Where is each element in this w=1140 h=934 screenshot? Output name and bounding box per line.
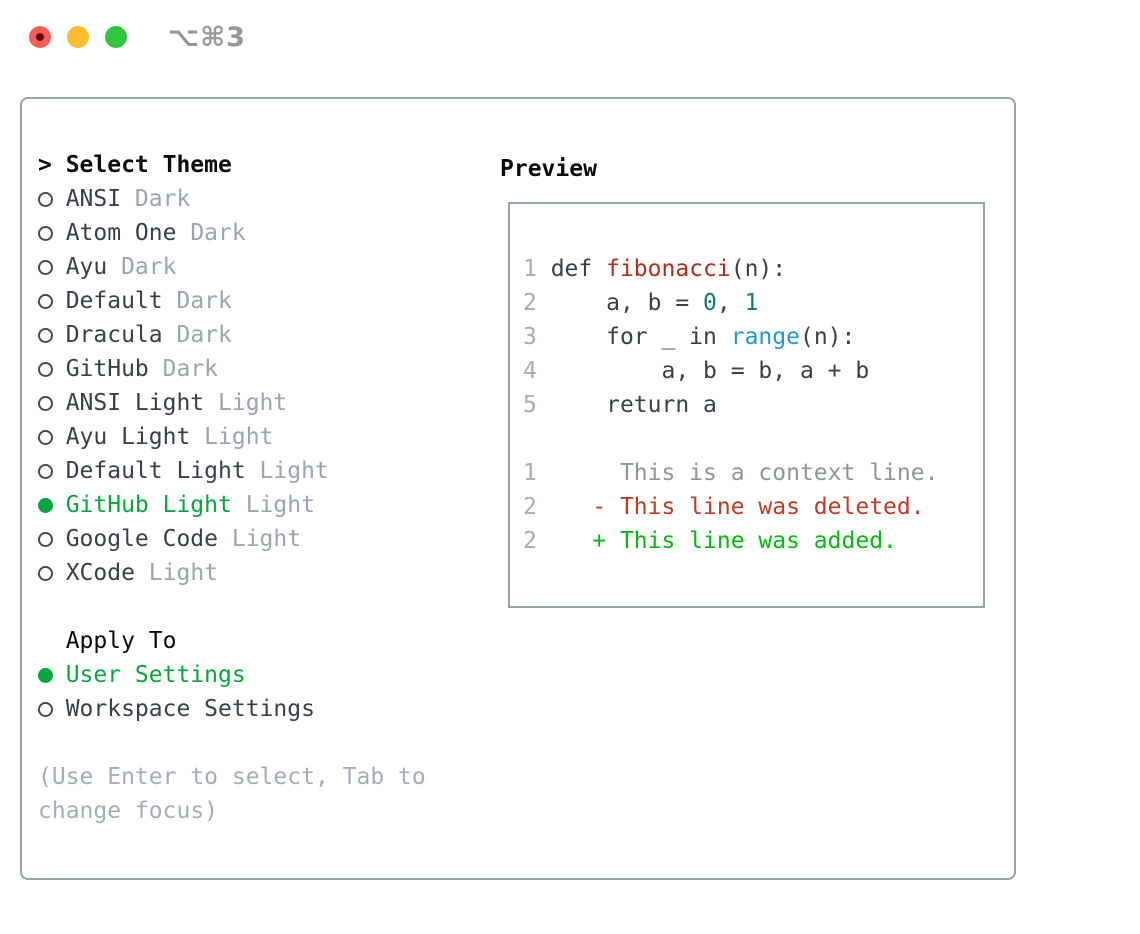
blank-line [523, 422, 983, 456]
theme-tag: Dark [134, 186, 191, 212]
radio-unselected-icon [38, 395, 53, 411]
line-number: 5 [523, 392, 537, 418]
line-number: 3 [523, 324, 537, 350]
prompt-icon: > [38, 152, 52, 178]
line-number: 2 [523, 528, 537, 554]
theme-option-ayu-dark[interactable]: Ayu Dark [38, 250, 488, 284]
radio-unselected-icon [38, 701, 53, 717]
minimize-button[interactable] [67, 26, 89, 48]
apply-option-workspace-settings[interactable]: Workspace Settings [38, 692, 488, 726]
theme-tag: Light [259, 458, 329, 484]
theme-list: > Select Theme ANSI Dark Atom One Dark A… [38, 148, 488, 828]
radio-selected-icon [38, 667, 53, 683]
theme-tag: Dark [176, 322, 232, 348]
hint-line: change focus) [38, 798, 219, 824]
theme-tag: Dark [176, 288, 232, 314]
theme-option-dracula-dark[interactable]: Dracula Dark [38, 318, 488, 352]
code-line: 2 a, b = 0, 1 [523, 290, 759, 316]
title-bar: ⌥⌘3 [0, 0, 1140, 75]
radio-unselected-icon [38, 327, 53, 343]
theme-option-ayu-light[interactable]: Ayu Light Light [38, 420, 488, 454]
code-line: 1 def fibonacci(n): [523, 256, 787, 282]
theme-option-github-light[interactable]: GitHub Light Light [38, 488, 488, 522]
theme-tag: Light [204, 424, 274, 450]
diff-line-context: 1 This is a context line. [523, 460, 939, 486]
radio-unselected-icon [38, 293, 53, 309]
theme-tag: Dark [190, 220, 246, 246]
radio-unselected-icon [38, 361, 53, 377]
apply-to-header: Apply To [38, 624, 488, 658]
theme-option-default-dark[interactable]: Default Dark [38, 284, 488, 318]
diff-line-deleted: 2 - This line was deleted. [523, 494, 925, 520]
theme-option-default-light[interactable]: Default Light Light [38, 454, 488, 488]
radio-unselected-icon [38, 531, 53, 547]
hint-line: (Use Enter to select, Tab to [38, 764, 426, 790]
radio-unselected-icon [38, 225, 53, 241]
theme-option-github-dark[interactable]: GitHub Dark [38, 352, 488, 386]
line-number: 2 [523, 494, 537, 520]
line-number: 1 [523, 460, 537, 486]
close-button[interactable] [29, 26, 51, 48]
preview-title: Preview [500, 156, 597, 182]
unsaved-dot-icon [36, 33, 44, 41]
select-theme-title: Select Theme [65, 152, 232, 178]
traffic-lights [29, 26, 127, 48]
preview-pane: 1 def fibonacci(n): 2 a, b = 0, 1 3 for … [508, 202, 985, 608]
zoom-button[interactable] [105, 26, 127, 48]
radio-unselected-icon [38, 191, 53, 207]
theme-tag: Dark [121, 254, 177, 280]
radio-unselected-icon [38, 259, 53, 275]
line-number: 1 [523, 256, 537, 282]
theme-tag: Light [218, 390, 288, 416]
theme-option-ansi-light[interactable]: ANSI Light Light [38, 386, 488, 420]
line-number: 2 [523, 290, 537, 316]
theme-option-xcode-light[interactable]: XCode Light [38, 556, 488, 590]
theme-option-ansi-dark[interactable]: ANSI Dark [38, 182, 488, 216]
radio-selected-icon [38, 497, 53, 513]
code-line: 4 a, b = b, a + b [523, 358, 870, 384]
apply-option-user-settings[interactable]: User Settings [38, 658, 488, 692]
radio-unselected-icon [38, 429, 53, 445]
theme-tag: Dark [162, 356, 219, 382]
theme-tag: Light [245, 492, 315, 518]
radio-unselected-icon [38, 463, 53, 479]
code-line: 3 for _ in range(n): [523, 324, 856, 350]
theme-tag: Light [148, 560, 219, 586]
diff-line-added: 2 + This line was added. [523, 528, 897, 554]
theme-option-google-code-light[interactable]: Google Code Light [38, 522, 488, 556]
select-theme-header: > Select Theme [38, 148, 488, 182]
radio-unselected-icon [38, 565, 53, 581]
line-number: 4 [523, 358, 537, 384]
theme-tag: Light [231, 526, 302, 552]
window-title: ⌥⌘3 [168, 22, 246, 53]
theme-option-atom-one-dark[interactable]: Atom One Dark [38, 216, 488, 250]
code-line: 5 return a [523, 392, 717, 418]
apply-to-title: Apply To [65, 628, 177, 654]
